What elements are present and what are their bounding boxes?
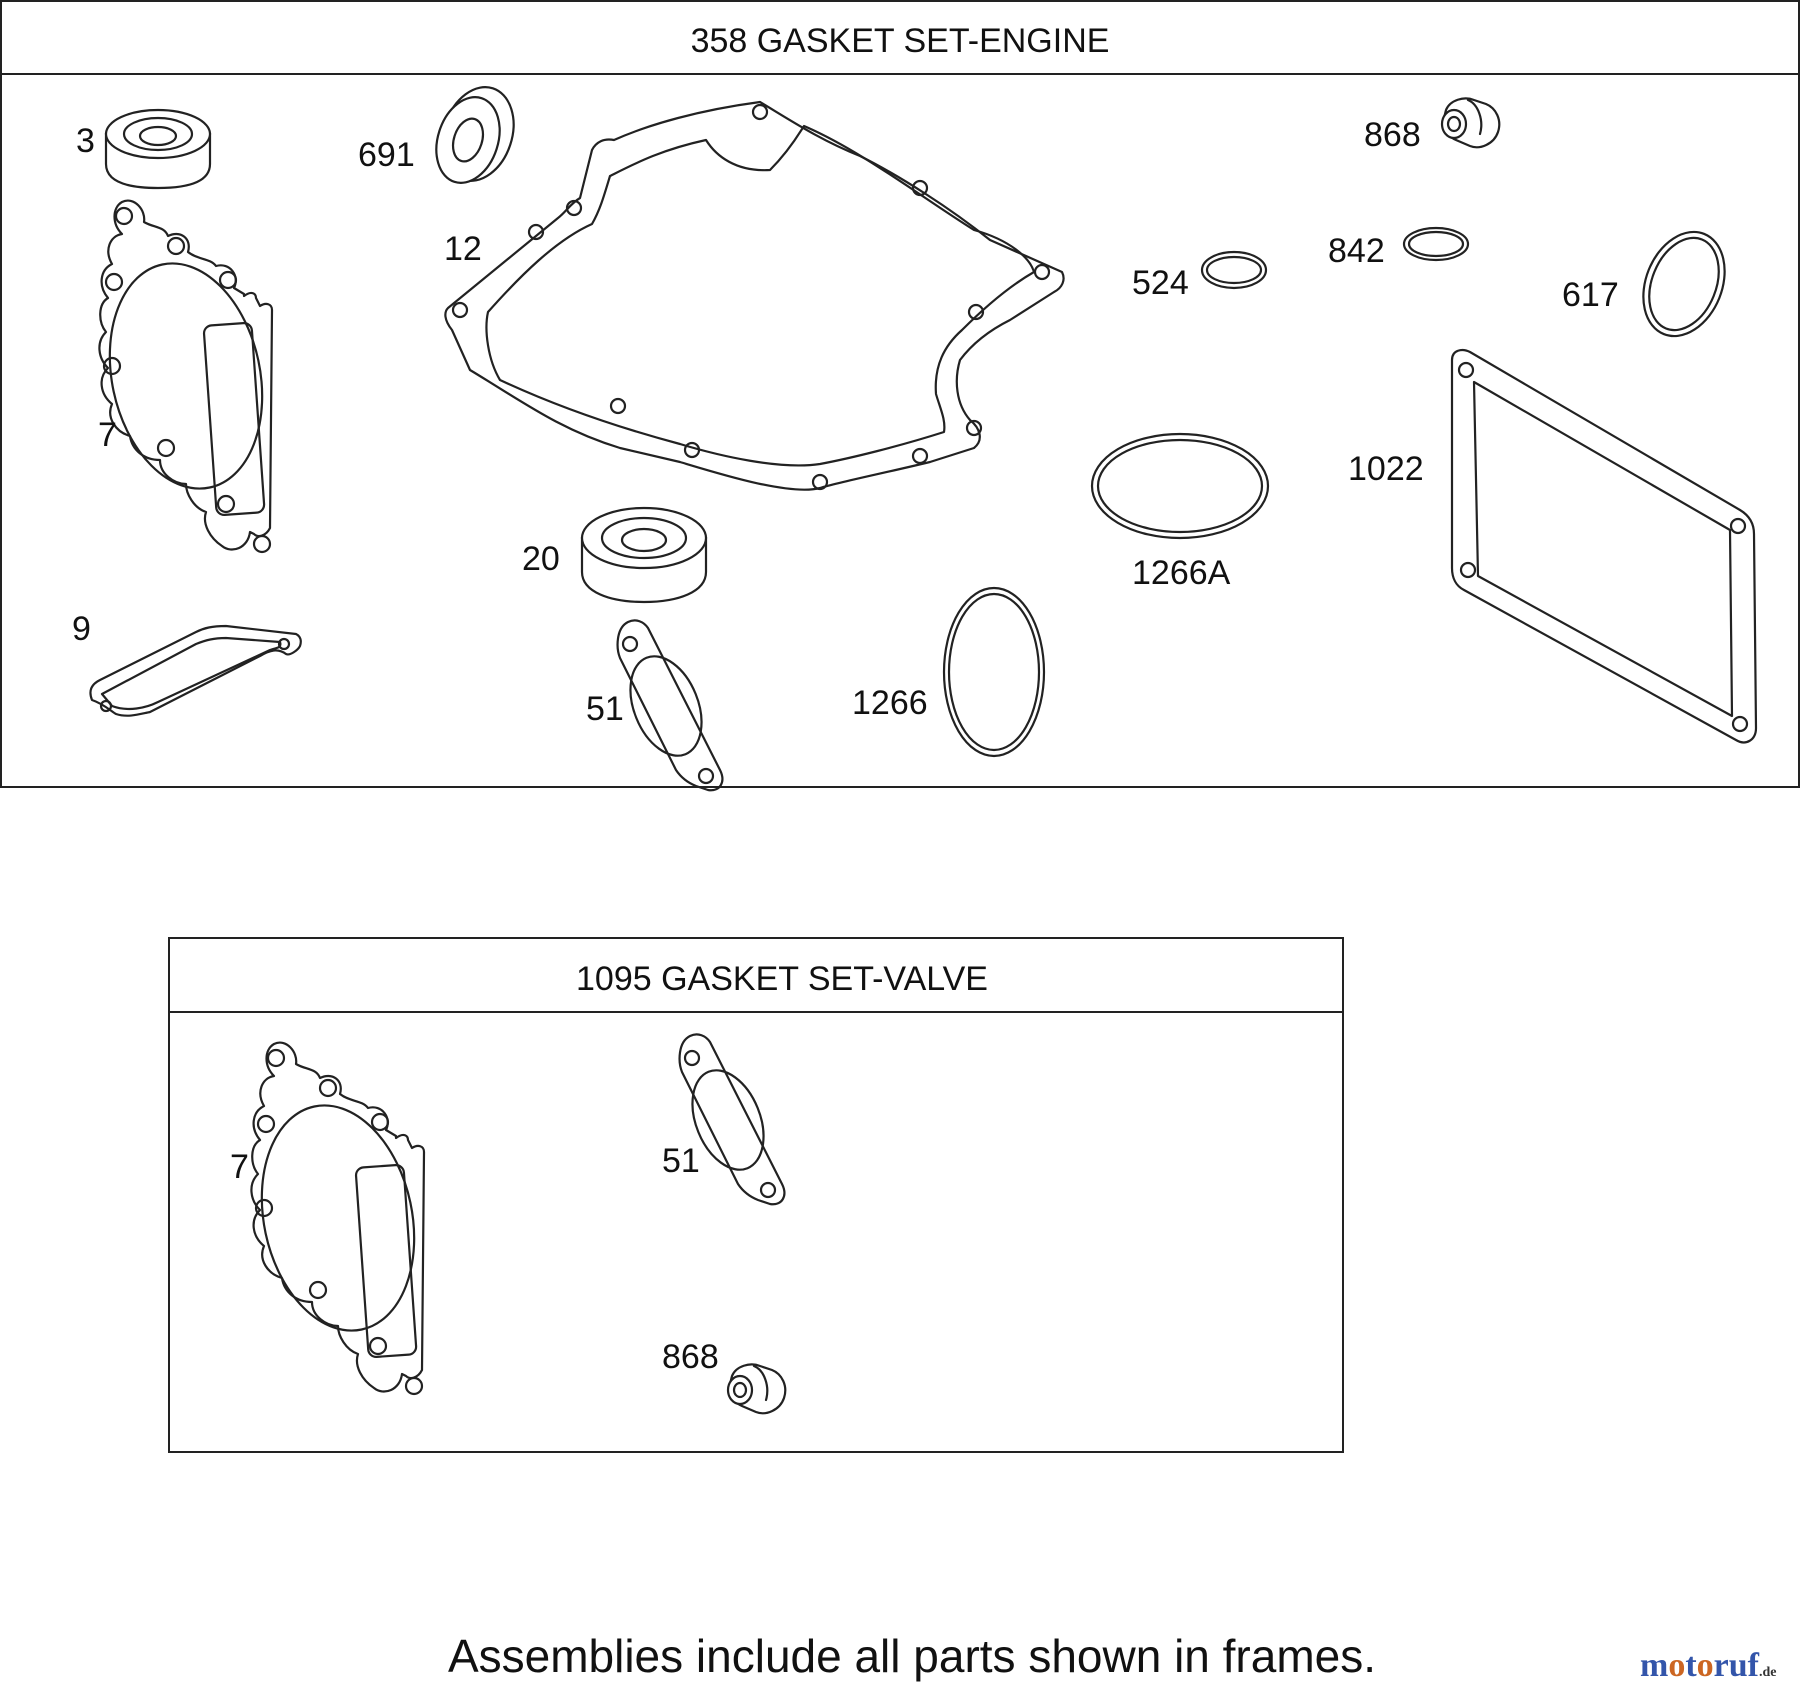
part-gasket-9 [89, 624, 302, 717]
callout-1266a: 1266A [1132, 554, 1231, 592]
callout-51: 51 [586, 690, 624, 728]
callout-691: 691 [358, 136, 415, 174]
svg-text:motoruf.de: motoruf.de [1640, 1647, 1776, 1684]
frame-border [168, 937, 1344, 1453]
callout-51: 51 [662, 1142, 700, 1180]
part-o-ring-1266a [1090, 432, 1270, 540]
callout-868: 868 [1364, 116, 1421, 154]
part-valve-stem-seal-868 [726, 1363, 787, 1415]
callout-617: 617 [1562, 276, 1619, 314]
callout-524: 524 [1132, 264, 1189, 302]
part-valve-stem-seal-868 [1440, 97, 1501, 149]
callout-12: 12 [444, 230, 482, 268]
frame-gasket-set-engine: 358 GASKET SET-ENGINE 3 691 [0, 0, 1800, 792]
callout-842: 842 [1328, 232, 1385, 270]
callout-868: 868 [662, 1338, 719, 1376]
part-o-ring-1266 [942, 586, 1046, 758]
frame-gasket-set-valve: 1095 GASKET SET-VALVE 7 51 868 [168, 937, 1344, 1453]
part-flange-gasket-51 [615, 619, 724, 792]
part-rocker-cover-gasket-1022 [1450, 349, 1758, 744]
callout-3: 3 [76, 122, 95, 160]
part-o-ring-842 [1402, 226, 1470, 262]
callout-1022: 1022 [1348, 450, 1424, 488]
callout-1266: 1266 [852, 684, 928, 722]
frame-title: 358 GASKET SET-ENGINE [691, 22, 1110, 60]
callout-9: 9 [72, 610, 91, 648]
footer-note: Assemblies include all parts shown in fr… [448, 1630, 1376, 1682]
watermark-logo: motoruf.de [1640, 1647, 1776, 1684]
part-oil-seal-3 [104, 108, 212, 190]
part-o-ring-524 [1200, 250, 1268, 290]
part-oil-seal-20 [580, 506, 708, 604]
part-cylinder-head-gasket-7 [240, 1041, 436, 1396]
frame-border [0, 0, 1800, 788]
callout-7: 7 [230, 1148, 249, 1186]
callout-20: 20 [522, 540, 560, 578]
part-cylinder-head-gasket-7 [88, 199, 284, 554]
part-seal-ring-617 [1642, 230, 1726, 338]
part-crankcase-gasket-12 [444, 100, 1065, 491]
frame-title: 1095 GASKET SET-VALVE [576, 960, 988, 998]
part-seal-691 [435, 86, 515, 184]
callout-7: 7 [98, 416, 117, 454]
